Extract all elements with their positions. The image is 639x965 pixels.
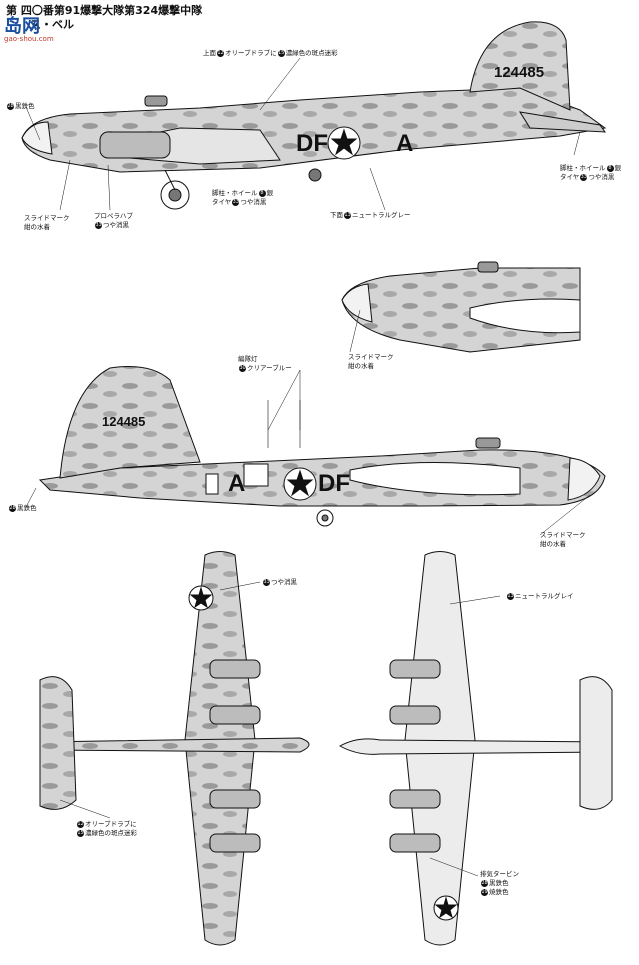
label-matte-black: 33つや消黒 bbox=[263, 578, 297, 586]
logo-url: gao-shou.com bbox=[4, 35, 54, 43]
header-subtitle: ス・ベル bbox=[30, 18, 74, 31]
serial-marking-1: 124485 bbox=[494, 64, 545, 81]
site-logo: 岛网 gao-shou.com bbox=[4, 16, 68, 43]
label-upper-olive: 上面12オリーブドラブに15濃緑色の斑点迷彩 bbox=[203, 49, 338, 57]
nose-detail-view bbox=[341, 261, 581, 353]
label-lower-neutral: 下面13ニュートラルグレー bbox=[330, 211, 411, 219]
label-slide-mark-3: スライドマーク紺の水着 bbox=[540, 531, 586, 548]
label-olive-bottom: 12オリーブドラブに 15濃緑色の斑点迷彩 bbox=[77, 820, 137, 837]
serial-marking-2: 124485 bbox=[102, 414, 146, 429]
label-black-iron-left: 28黒鉄色 bbox=[7, 102, 35, 110]
label-slide-mark-2: スライドマーク紺の水着 bbox=[348, 353, 394, 370]
header-title: 第 四〇番第91爆撃大隊第324爆撃中隊 bbox=[6, 4, 203, 17]
side-view-left bbox=[21, 21, 607, 210]
label-slide-mark-1: スライドマーク紺の水着 bbox=[24, 214, 70, 231]
top-view bbox=[39, 551, 310, 946]
logo-text: 岛网 bbox=[4, 16, 40, 37]
bottom-view bbox=[338, 551, 613, 946]
side-view-right bbox=[38, 366, 606, 527]
label-black-iron-right: 28黒鉄色 bbox=[9, 504, 37, 512]
code-marking-df-2: DF bbox=[318, 470, 350, 497]
leader-lines bbox=[25, 57, 591, 877]
code-marking-a-2: A bbox=[228, 470, 246, 497]
label-exhaust-turbine: 排気タービン 28黒鉄色 19焼鉄色 bbox=[480, 870, 519, 896]
code-marking-df-1: DF bbox=[296, 130, 328, 157]
code-marking-a-1: A bbox=[396, 130, 414, 157]
label-neutral-gray: 13ニュートラルグレイ bbox=[507, 592, 574, 600]
